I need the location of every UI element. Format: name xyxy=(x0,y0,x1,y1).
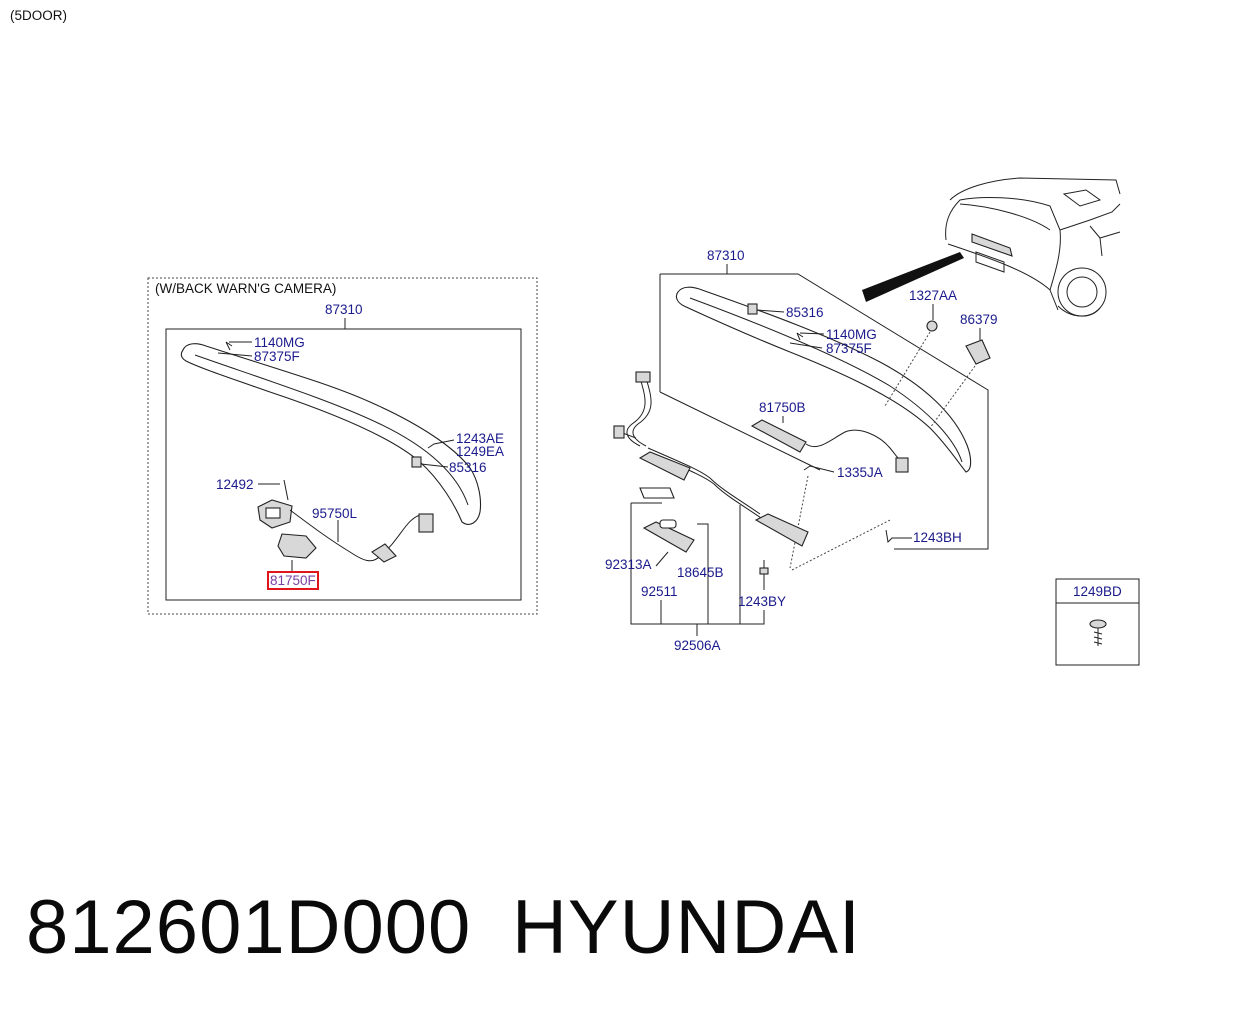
part-number: 812601D000 xyxy=(26,885,472,970)
left-label-1140mg: 1140MG xyxy=(254,335,305,350)
right-label-85316: 85316 xyxy=(786,305,824,320)
inset-1249bd: 1249BD xyxy=(1055,578,1140,666)
left-camera-plug xyxy=(418,513,434,533)
right-label-87310: 87310 xyxy=(707,248,745,263)
left-label-81750f[interactable]: 81750F xyxy=(270,573,316,588)
left-clip-85316 xyxy=(411,456,422,468)
left-label-87310: 87310 xyxy=(325,302,363,317)
right-label-18645b: 18645B xyxy=(677,565,724,580)
right-label-1243by: 1243BY xyxy=(738,594,786,609)
right-label-81750b: 81750B xyxy=(759,400,806,415)
car-rear-view xyxy=(862,177,1121,317)
left-label-12492: 12492 xyxy=(216,477,254,492)
right-gasket xyxy=(639,487,675,499)
right-bulb-18645b xyxy=(659,519,677,529)
left-label-95750l: 95750L xyxy=(312,506,358,521)
left-label-87375f: 87375F xyxy=(254,349,300,364)
left-connector xyxy=(371,543,397,563)
brand-name: HYUNDAI xyxy=(512,885,862,970)
left-garnish-bar xyxy=(180,343,482,525)
right-label-1335ja: 1335JA xyxy=(837,465,883,480)
right-label-1327aa: 1327AA xyxy=(909,288,957,303)
right-label-92506a: 92506A xyxy=(674,638,721,653)
right-housing-upper xyxy=(638,451,691,481)
left-screw xyxy=(283,479,289,501)
left-panel-inner-frame xyxy=(165,328,522,601)
left-label-85316: 85316 xyxy=(449,460,487,475)
left-label-1249ea: 1249EA xyxy=(456,444,504,459)
right-nut-1327aa xyxy=(926,320,938,332)
right-panel: 87310 85316 1140MG 87375F 1327AA 86379 8… xyxy=(605,248,998,653)
right-harness-connector xyxy=(635,371,651,383)
right-pad-86379 xyxy=(965,339,991,365)
right-frame xyxy=(659,273,989,550)
left-panel: (W/BACK WARN'G CAMERA) 87310 1140MG 8737… xyxy=(147,277,538,615)
right-label-1243bh: 1243BH xyxy=(913,530,962,545)
right-label-92313a: 92313A xyxy=(605,557,652,572)
right-lamp-81750b xyxy=(750,419,807,453)
left-panel-title: (W/BACK WARN'G CAMERA) xyxy=(155,281,336,296)
right-garnish-bar xyxy=(675,286,972,473)
right-clip-85316 xyxy=(747,303,758,315)
footer-caption: 812601D000 HYUNDAI xyxy=(0,848,1240,1017)
right-label-92511: 92511 xyxy=(641,584,678,599)
right-lamp-plug xyxy=(895,457,909,473)
car-pointer-arrow xyxy=(862,252,964,302)
right-lens-92511 xyxy=(642,521,695,553)
right-label-87375f: 87375F xyxy=(826,341,872,356)
right-housing-lower xyxy=(754,513,809,547)
left-panel-dashed-frame xyxy=(147,277,538,615)
variant-label: (5DOOR) xyxy=(10,8,67,23)
left-lamp-81750f xyxy=(277,533,317,559)
right-label-86379: 86379 xyxy=(960,312,998,327)
right-label-1140mg: 1140MG xyxy=(826,327,877,342)
left-label-1243ae: 1243AE xyxy=(456,431,504,446)
highlight-box-81750f[interactable] xyxy=(267,571,319,590)
screw-icon xyxy=(1089,619,1107,629)
inset-label-1249bd: 1249BD xyxy=(1073,584,1122,599)
